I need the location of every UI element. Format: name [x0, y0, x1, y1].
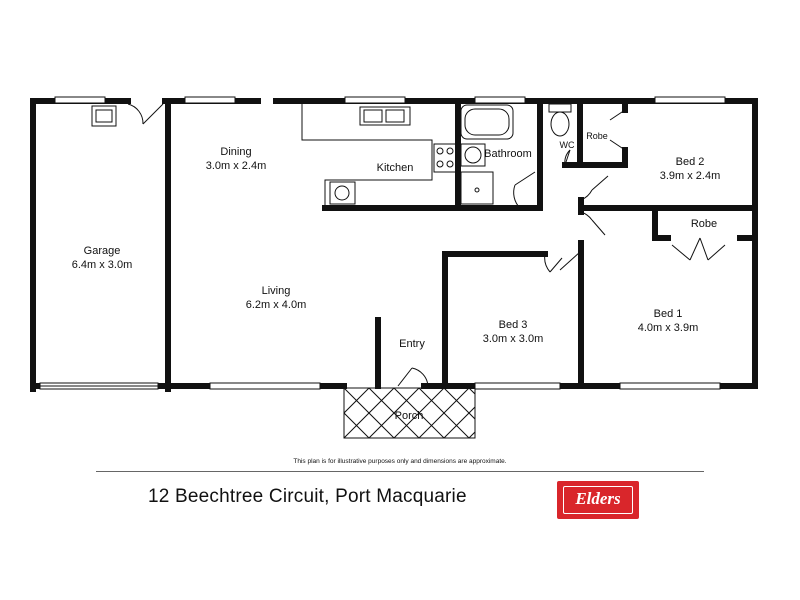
bathroom-name: Bathroom [484, 148, 532, 160]
walls [30, 98, 758, 392]
porch-name: Porch [395, 410, 424, 422]
floor-plan: Garage 6.4m x 3.0m Dining 3.0m x 2.4m Ki… [30, 96, 758, 439]
robe-bed1-name: Robe [691, 218, 717, 230]
living-name: Living [262, 285, 291, 297]
bed3-size: 3.0m x 3.0m [483, 333, 544, 345]
property-address: 12 Beechtree Circuit, Port Macquarie [148, 486, 467, 507]
bed1-size: 4.0m x 3.9m [638, 322, 699, 334]
porch-hatch [343, 387, 476, 439]
divider-line [96, 471, 704, 472]
entry-name: Entry [399, 338, 425, 350]
kitchen-name: Kitchen [377, 162, 414, 174]
bed3-name: Bed 3 [499, 319, 528, 331]
bed2-name: Bed 2 [676, 156, 705, 168]
living-size: 6.2m x 4.0m [246, 299, 307, 311]
garage-size: 6.4m x 3.0m [72, 259, 133, 271]
room-labels: Garage 6.4m x 3.0m Dining 3.0m x 2.4m Ki… [72, 131, 721, 422]
bed1-name: Bed 1 [654, 308, 683, 320]
windows [39, 96, 726, 390]
doors [127, 103, 726, 387]
garage-name: Garage [84, 245, 121, 257]
dining-size: 3.0m x 2.4m [206, 160, 267, 172]
wc-name: WC [560, 140, 575, 150]
fixtures [91, 103, 572, 208]
elders-logo-text: Elders [575, 489, 621, 508]
disclaimer-text: This plan is for illustrative purposes o… [293, 458, 507, 465]
elders-logo: Elders [557, 481, 639, 519]
bed2-size: 3.9m x 2.4m [660, 170, 721, 182]
robe-top-name: Robe [586, 131, 608, 141]
dining-name: Dining [220, 146, 251, 158]
